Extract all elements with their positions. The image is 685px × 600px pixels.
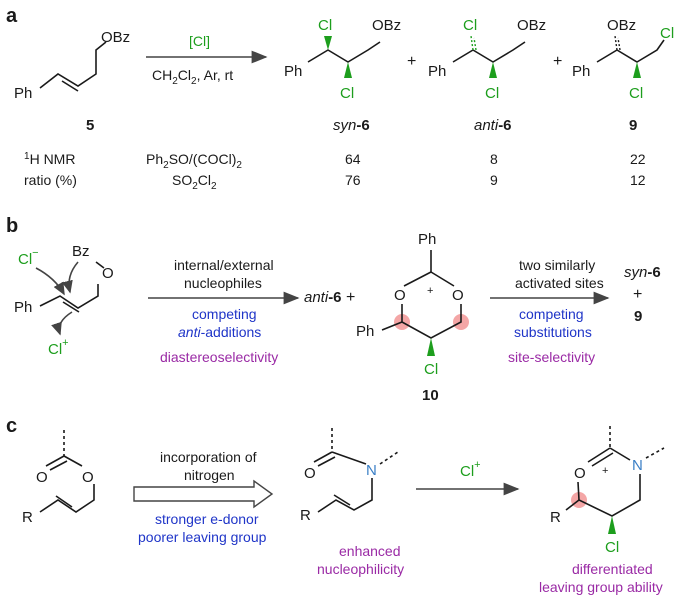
b-arrow2-blue1: competing — [519, 306, 584, 322]
anti-6-cl-bottom: Cl — [485, 85, 499, 102]
b-arrow2-purple: site-selectivity — [508, 349, 595, 365]
compound-9-ph: Ph — [572, 63, 590, 80]
row1-anti6: 8 — [490, 151, 498, 167]
compound-5-obz: OBz — [101, 29, 130, 46]
mechanism-substrate: Cl− Bz O Ph Cl+ — [14, 243, 114, 358]
cl-plus-b: Cl+ — [48, 337, 69, 358]
o-label: O — [102, 265, 114, 282]
row2-reagent: SO2Cl2 — [172, 172, 217, 192]
plus-a1: + — [407, 53, 416, 70]
prod-plus: + — [602, 465, 608, 477]
syn-6-structure: Cl Cl OBz Ph — [284, 17, 401, 102]
compound-5-structure: OBz Ph — [14, 29, 130, 102]
c-arrow1-blue1: stronger e-donor — [155, 511, 259, 527]
plus-a2: + — [553, 53, 562, 70]
enhanced-line1: enhanced — [339, 543, 401, 559]
anti-6-cl-top: Cl — [463, 17, 477, 34]
c-arrow1-line2: nitrogen — [184, 467, 235, 483]
panel-a-label: a — [6, 5, 18, 27]
cl-plus-c: Cl+ — [460, 459, 481, 480]
bz-label: Bz — [72, 243, 90, 260]
compound-5-label: 5 — [86, 117, 94, 134]
ester-r: R — [22, 509, 33, 526]
prod-r: R — [550, 509, 561, 526]
intermediate-10-structure: Ph O O + Ph Cl — [356, 231, 469, 378]
ester-o-link: O — [82, 469, 94, 486]
intermediate-10-label: 10 — [422, 387, 439, 404]
b-arrow2-blue2: substitutions — [514, 324, 592, 340]
syn-6-ph: Ph — [284, 63, 302, 80]
panel-c-label: c — [6, 415, 17, 437]
row1-reagent: Ph2SO/(COCl)2 — [146, 151, 242, 171]
c-arrow1-blue2: poorer leaving group — [138, 529, 267, 545]
row2-c9: 12 — [630, 172, 646, 188]
substrate-ph: Ph — [14, 299, 32, 316]
amide-n: N — [366, 462, 377, 479]
diff-line2: leaving group ability — [539, 579, 663, 595]
int-ph-top: Ph — [418, 231, 436, 248]
anti-6-b: anti-6 — [304, 289, 342, 306]
reagent-cl: [Cl] — [189, 33, 210, 49]
prod-n: N — [632, 457, 643, 474]
b-arrow1-blue2: anti-additions — [178, 324, 261, 340]
panel-b-label: b — [6, 215, 18, 237]
b-arrow1-line1: internal/external — [174, 257, 274, 273]
syn-6-obz: OBz — [372, 17, 401, 34]
int-o-right: O — [452, 287, 464, 304]
syn-6-cl-bottom: Cl — [340, 85, 354, 102]
row2-anti6: 9 — [490, 172, 498, 188]
anti-6-label: anti-6 — [474, 117, 512, 134]
int-ph-left: Ph — [356, 323, 374, 340]
anti-6-structure: Cl Cl OBz Ph — [428, 17, 546, 102]
compound-9-structure: OBz Cl Cl Ph — [572, 17, 674, 102]
prod-9-b: 9 — [634, 308, 642, 325]
ratio-label: ratio (%) — [24, 172, 77, 188]
b-arrow1-blue1: competing — [192, 306, 257, 322]
ester-substrate: O O R — [22, 430, 95, 526]
nmr-label: 1H NMR — [24, 151, 75, 167]
int-o-left: O — [394, 287, 406, 304]
diff-line1: differentiated — [572, 561, 653, 577]
prod-o: O — [574, 465, 586, 482]
compound-9-label: 9 — [629, 117, 637, 134]
enhanced-line2: nucleophilicity — [317, 561, 404, 577]
b-arrow1-purple: diastereoselectivity — [160, 349, 278, 365]
syn-6-label: syn-6 — [333, 117, 370, 134]
prod-syn6-b: syn-6 — [624, 264, 661, 281]
row2-syn6: 76 — [345, 172, 361, 188]
b-arrow1-line2: nucleophiles — [184, 275, 262, 291]
cl-minus: Cl− — [18, 247, 39, 268]
compound-9-cl-bottom: Cl — [629, 85, 643, 102]
anti-6-ph: Ph — [428, 63, 446, 80]
row1-syn6: 64 — [345, 151, 361, 167]
c-arrow1-line1: incorporation of — [160, 449, 257, 465]
amide-r: R — [300, 507, 311, 524]
compound-5-ph: Ph — [14, 85, 32, 102]
int-cl: Cl — [424, 361, 438, 378]
hollow-arrow-c1 — [133, 479, 274, 509]
ester-o-carbonyl: O — [36, 469, 48, 486]
b-arrow2-line1: two similarly — [519, 257, 595, 273]
amide-substrate: O N R — [300, 428, 399, 524]
row1-c9: 22 — [630, 151, 646, 167]
conditions-text: CH2Cl2, Ar, rt — [152, 67, 233, 87]
prod-cl: Cl — [605, 539, 619, 556]
b-arrow2-line2: activated sites — [515, 275, 604, 291]
compound-9-obz: OBz — [607, 17, 636, 34]
anti-6-obz: OBz — [517, 17, 546, 34]
syn-6-cl-top: Cl — [318, 17, 332, 34]
prod-plus-b: + — [633, 286, 642, 303]
int-plus: + — [427, 285, 433, 297]
cyclic-product-c: O + N R Cl — [550, 426, 665, 556]
amide-o: O — [304, 465, 316, 482]
compound-9-cl-right: Cl — [660, 25, 674, 42]
plus-b1: + — [346, 289, 355, 306]
